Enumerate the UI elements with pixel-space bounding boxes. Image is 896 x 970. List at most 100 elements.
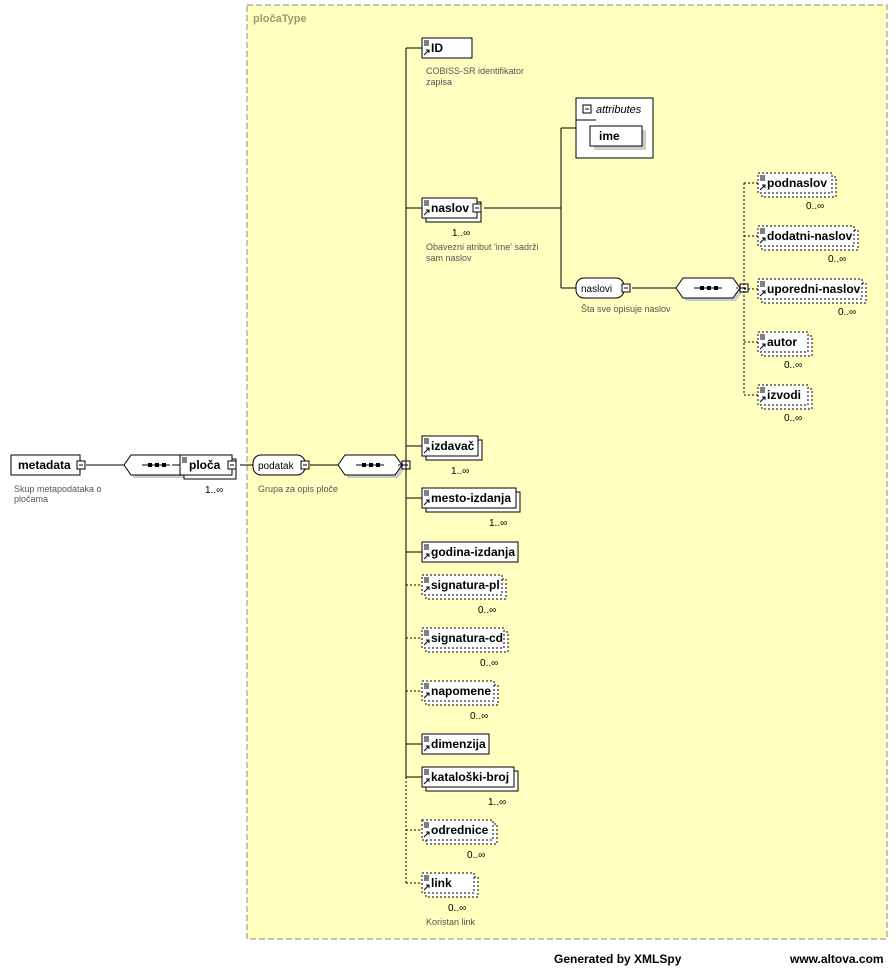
- reference-arrow-icon: [759, 184, 766, 191]
- element-label: ID: [431, 41, 443, 55]
- occurrence-label: 0..∞: [448, 903, 466, 914]
- element-box: [421, 541, 519, 563]
- naslovi-sequence-icon[interactable]: [675, 277, 743, 301]
- element-label: izdavač: [431, 439, 475, 453]
- element-box: [757, 278, 863, 300]
- element-podnaslov[interactable]: podnaslov 0..∞: [757, 172, 837, 212]
- element-label: link: [431, 876, 452, 890]
- compositor-dot: [376, 463, 380, 467]
- element-icon: [424, 769, 429, 775]
- root-element-metadata[interactable]: metadata: [10, 454, 81, 476]
- element-napomene[interactable]: napomene 0..∞: [421, 680, 499, 722]
- element-label: signatura-cd: [431, 631, 503, 645]
- element-label: napomene: [431, 684, 491, 698]
- element-box: [757, 225, 855, 247]
- main-sequence-icon[interactable]: [337, 454, 405, 478]
- attribute-box: [589, 125, 643, 147]
- reference-arrow-icon: [423, 745, 430, 752]
- compositor-dot: [714, 286, 718, 290]
- element-icon: [424, 822, 429, 828]
- element-signatura-pl[interactable]: signatura-pl0..∞: [421, 574, 507, 616]
- element-box: [421, 680, 495, 702]
- compositor-dot: [162, 463, 166, 467]
- expand-collapse-icon[interactable]: [621, 283, 631, 293]
- group-label: naslovi: [581, 284, 612, 295]
- compositor-dot: [707, 286, 711, 290]
- occurrence-label: 0..∞: [838, 307, 856, 318]
- compositor-dot: [369, 463, 373, 467]
- element-label: ploča: [189, 458, 221, 472]
- element-box: [421, 435, 479, 457]
- element-icon: [182, 457, 187, 463]
- element-ID[interactable]: ID: [421, 37, 473, 59]
- element-box: [421, 733, 490, 755]
- altova-link[interactable]: www.altova.com: [790, 952, 884, 966]
- occurrence-label: 0..∞: [806, 201, 824, 212]
- reference-arrow-icon: [759, 343, 766, 350]
- element-box: [421, 627, 505, 649]
- root-sequence-icon[interactable]: [123, 454, 191, 478]
- element-label: mesto-izdanja: [431, 491, 511, 505]
- expand-collapse-icon[interactable]: [300, 460, 310, 470]
- element-link[interactable]: link 0..∞: [421, 872, 479, 914]
- element-label: izvodi: [767, 388, 801, 402]
- root-documentation: pločama: [14, 494, 48, 504]
- element-icon: [760, 281, 765, 287]
- element-label: autor: [767, 335, 797, 349]
- compositor-dot: [155, 463, 159, 467]
- compositor-dot: [148, 463, 152, 467]
- expand-collapse-icon[interactable]: [76, 460, 86, 470]
- element-label: podnaslov: [767, 176, 827, 190]
- occurrence-label: 0..∞: [784, 360, 802, 371]
- element-box: [757, 331, 809, 353]
- element-dimenzija[interactable]: dimenzija: [421, 733, 490, 755]
- element-signatura-cd[interactable]: signatura-cd0..∞: [421, 627, 509, 669]
- occurrence-label: 0..∞: [828, 254, 846, 265]
- group-podatak[interactable]: podatak: [252, 454, 306, 476]
- element-autor[interactable]: autor 0..∞: [757, 331, 813, 371]
- reference-arrow-icon: [759, 237, 766, 244]
- element-box: [421, 819, 494, 841]
- element-label: godina-izdanja: [431, 545, 515, 559]
- element-icon: [424, 875, 429, 881]
- element-icon: [424, 40, 429, 46]
- attribute-ime: ime: [599, 129, 620, 143]
- element-izvodi[interactable]: izvodi 0..∞: [757, 384, 813, 424]
- occurrence-label: 1..∞: [205, 485, 223, 496]
- element-documentation: Koristan link: [426, 917, 476, 927]
- expand-collapse-icon[interactable]: [582, 104, 592, 114]
- element-godina-izdanja[interactable]: godina-izdanja: [421, 541, 519, 563]
- element-documentation: COBISS-SR identifikator: [426, 66, 524, 76]
- element-box: [421, 487, 517, 509]
- expand-collapse-icon[interactable]: [227, 460, 237, 470]
- root-documentation: Skup metapodataka o: [14, 484, 102, 494]
- expand-collapse-icon[interactable]: [472, 203, 482, 213]
- occurrence-label: 0..∞: [467, 850, 485, 861]
- occurrence-label: 0..∞: [784, 413, 802, 424]
- element-icon: [424, 544, 429, 550]
- element-box: [421, 574, 503, 596]
- element-icon: [424, 683, 429, 689]
- element-box: [757, 172, 833, 194]
- attributes-tab: [575, 98, 596, 121]
- element-icon: [424, 490, 429, 496]
- group-documentation: Grupa za opis ploče: [258, 484, 338, 494]
- reference-arrow-icon: [423, 209, 430, 216]
- element-dodatni-naslov[interactable]: dodatni-naslov 0..∞: [757, 225, 859, 265]
- element-icon: [424, 200, 429, 206]
- element-izdava[interactable]: izdavač 1..∞: [421, 435, 483, 477]
- element-box: [421, 872, 475, 894]
- element-label: dodatni-naslov: [767, 229, 853, 243]
- reference-arrow-icon: [423, 499, 430, 506]
- compositor-dot: [700, 286, 704, 290]
- element-label: dimenzija: [431, 737, 486, 751]
- occurrence-label: 1..∞: [451, 466, 469, 477]
- reference-arrow-icon: [423, 831, 430, 838]
- occurrence-label: 0..∞: [470, 711, 488, 722]
- group-naslovi[interactable]: naslovi: [575, 277, 625, 299]
